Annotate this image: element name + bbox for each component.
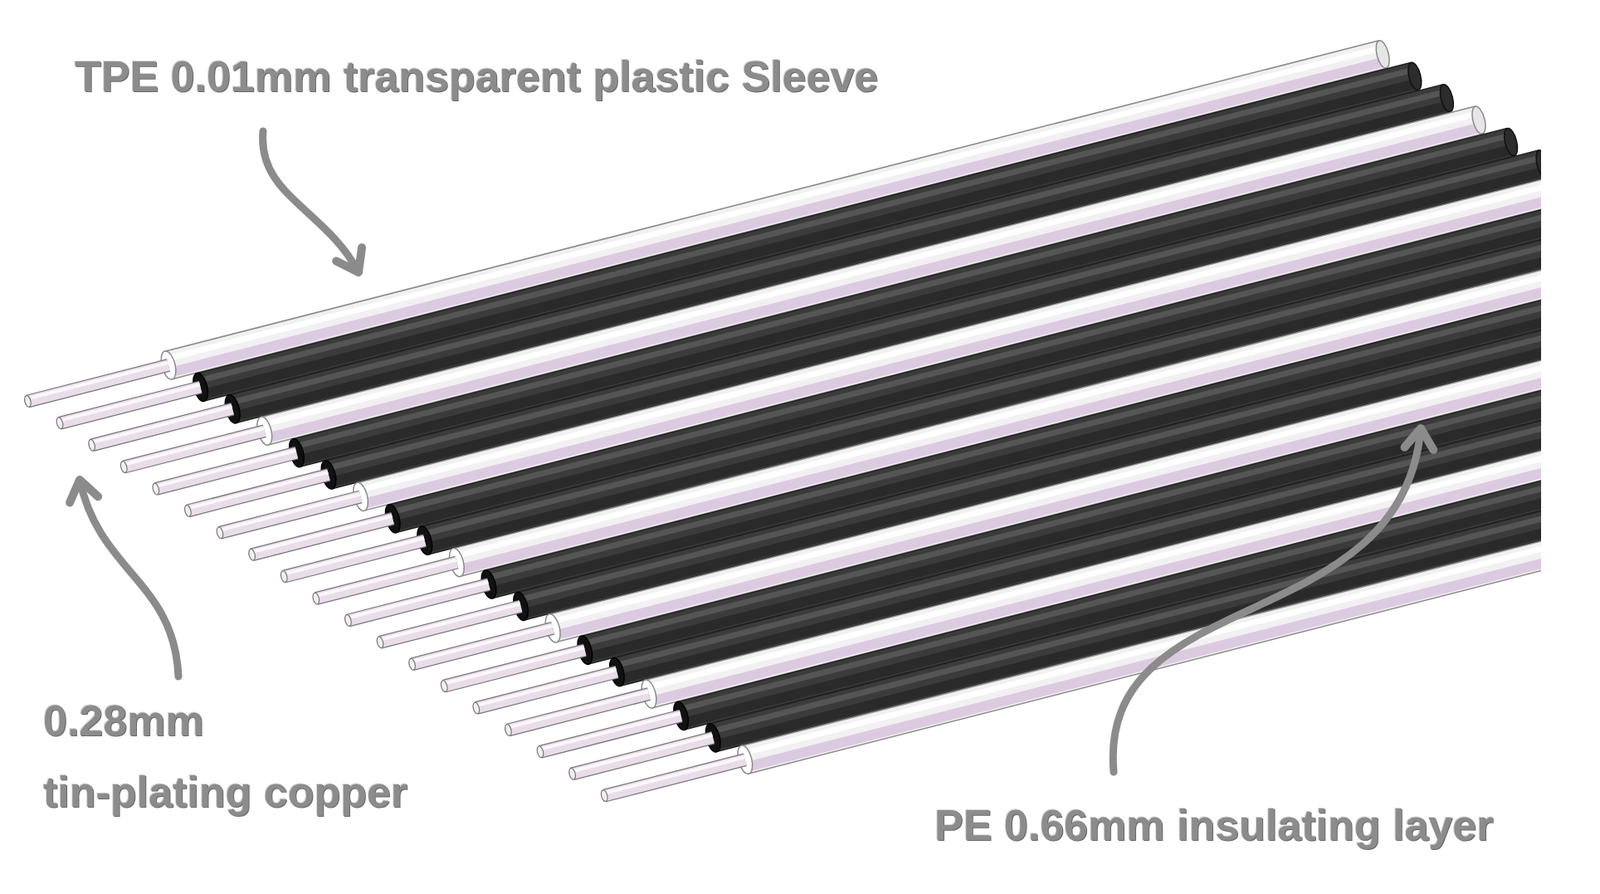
leader-arrow <box>69 479 179 677</box>
white-wire <box>600 434 1542 803</box>
leader-arrow <box>263 131 362 273</box>
part-label: 0.28mm tin-plating copper <box>43 685 408 829</box>
leader-arrow <box>1112 428 1434 772</box>
ribbon-cable <box>23 39 1542 802</box>
copper-core <box>604 759 746 796</box>
part-label: PE 0.66mm insulating layer <box>934 790 1493 862</box>
leader-arrows <box>69 131 1434 772</box>
part-label: TPE 0.01mm transparent plastic Sleeve <box>74 41 879 113</box>
